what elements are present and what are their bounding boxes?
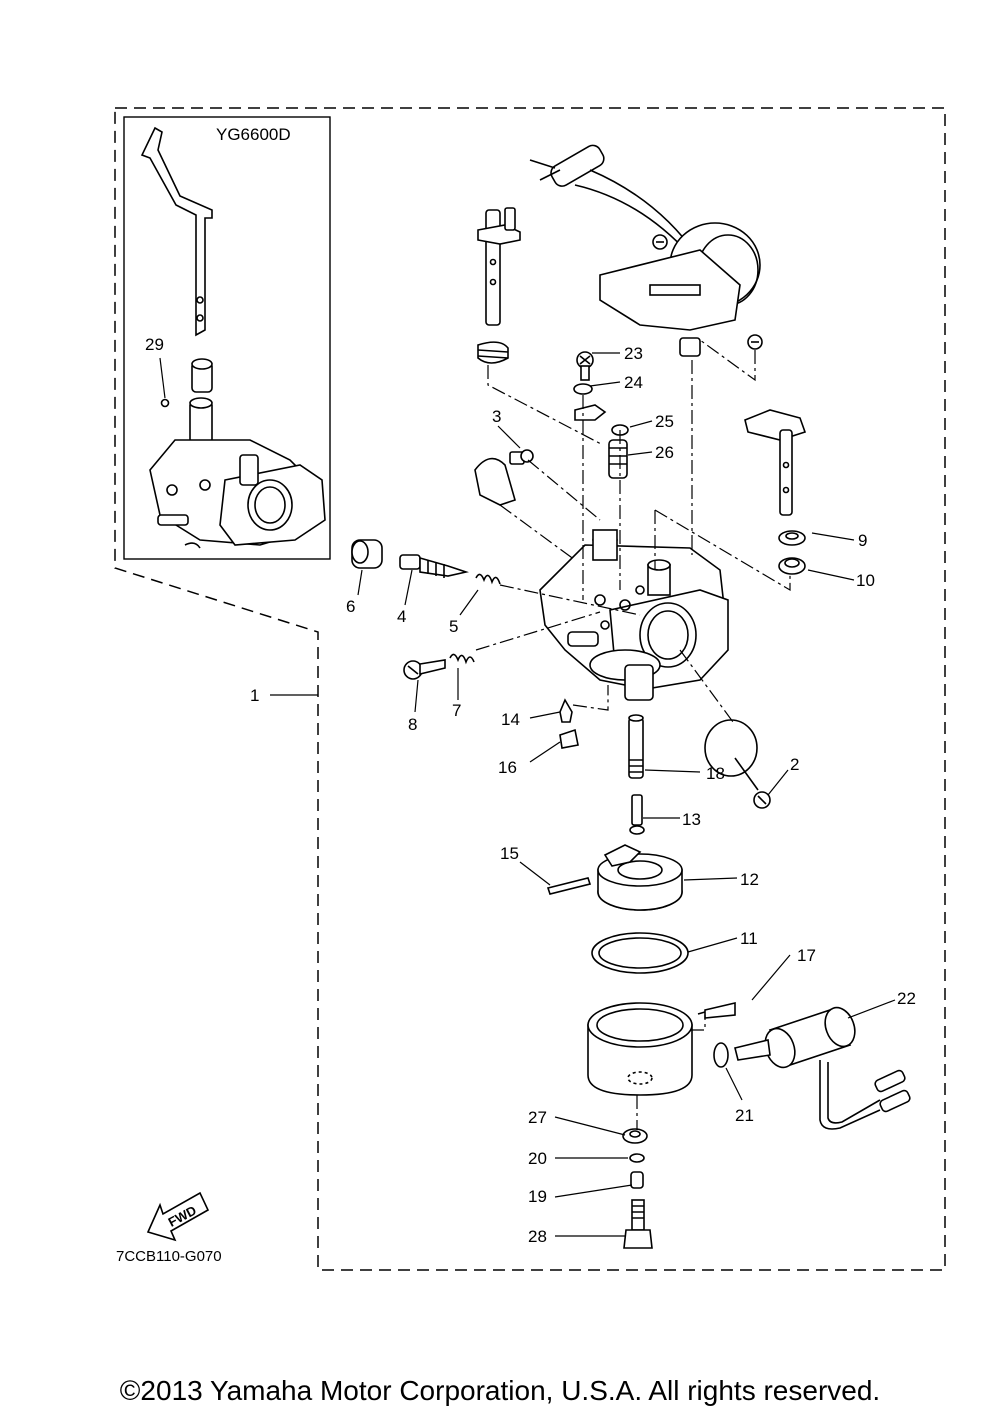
part-24-plate: [574, 404, 607, 421]
label-2: 2: [790, 755, 799, 774]
part-6-cap: [351, 539, 383, 569]
label-10: 10: [856, 571, 875, 590]
part-20-oring: [629, 1153, 645, 1163]
label-11: 11: [740, 929, 758, 948]
label-15: 15: [500, 844, 519, 863]
part-17-drain-screw: [697, 1001, 736, 1019]
label-25: 25: [655, 412, 674, 431]
carburetor-body: [539, 529, 729, 701]
label-3: 3: [492, 407, 501, 426]
label-16: 16: [498, 758, 517, 777]
part-11-gasket: [591, 932, 689, 974]
assembly-boundary: [114, 107, 946, 1271]
part-9-washer: [778, 530, 806, 546]
label-17: 17: [797, 946, 816, 965]
label-1: 1: [250, 686, 259, 705]
label-22: 22: [897, 989, 916, 1008]
part-14-float-needle: [559, 698, 573, 723]
part-24-washer: [573, 383, 593, 395]
label-24: 24: [624, 373, 643, 392]
part-7-spring: [449, 653, 475, 665]
label-8: 8: [408, 715, 417, 734]
part-15-pin: [546, 877, 592, 895]
fwd-arrow-icon: FWD: [146, 1191, 210, 1242]
label-29: 29: [145, 335, 164, 354]
part-2-screw: [734, 757, 771, 809]
part-12-float: [597, 844, 683, 911]
part-27-washer: [622, 1128, 648, 1144]
part-8-throttle-stop-screw: [403, 659, 446, 680]
float-bowl: [587, 1002, 693, 1096]
label-13: 13: [682, 810, 701, 829]
label-21: 21: [735, 1106, 754, 1125]
label-27: 27: [528, 1108, 547, 1127]
fwd-label: FWD: [166, 1203, 199, 1230]
label-23: 23: [624, 344, 643, 363]
part-13-main-jet: [629, 794, 645, 835]
part-28-bolt: [623, 1199, 653, 1249]
choke-shaft-upper: [477, 207, 521, 364]
inset-carb-body: [149, 397, 326, 549]
part-22-fuel-cut-solenoid: [734, 1006, 911, 1130]
part-23-screw: [576, 351, 594, 381]
drawing-code: 7CCB110-G070: [116, 1248, 222, 1265]
throttle-shaft: [744, 409, 807, 516]
part-18-main-nozzle: [628, 714, 644, 779]
part-21-washer: [713, 1042, 729, 1068]
part-16-clip: [559, 728, 579, 749]
label-20: 20: [528, 1149, 547, 1168]
label-28: 28: [528, 1227, 547, 1246]
label-19: 19: [528, 1187, 547, 1206]
part-19-jet: [630, 1171, 644, 1189]
label-5: 5: [449, 617, 458, 636]
auto-choke-unit: [529, 144, 763, 357]
part-5-spring: [475, 573, 501, 585]
part-4-pilot-screw: [399, 554, 469, 578]
inset-box: [123, 116, 331, 560]
label-6: 6: [346, 597, 355, 616]
part-10-seal: [778, 557, 806, 575]
label-7: 7: [452, 701, 461, 720]
label-14: 14: [501, 710, 520, 729]
part-3-plate: [474, 449, 534, 506]
label-12: 12: [740, 870, 759, 889]
label-26: 26: [655, 443, 674, 462]
label-4: 4: [397, 607, 406, 626]
inset-lever: [140, 126, 213, 408]
label-18: 18: [706, 764, 725, 783]
part-26-jet: [608, 439, 628, 479]
label-9: 9: [858, 531, 867, 550]
copyright-notice: ©2013 Yamaha Motor Corporation, U.S.A. A…: [119, 1375, 881, 1406]
inset-model-label: YG6600D: [216, 125, 291, 144]
